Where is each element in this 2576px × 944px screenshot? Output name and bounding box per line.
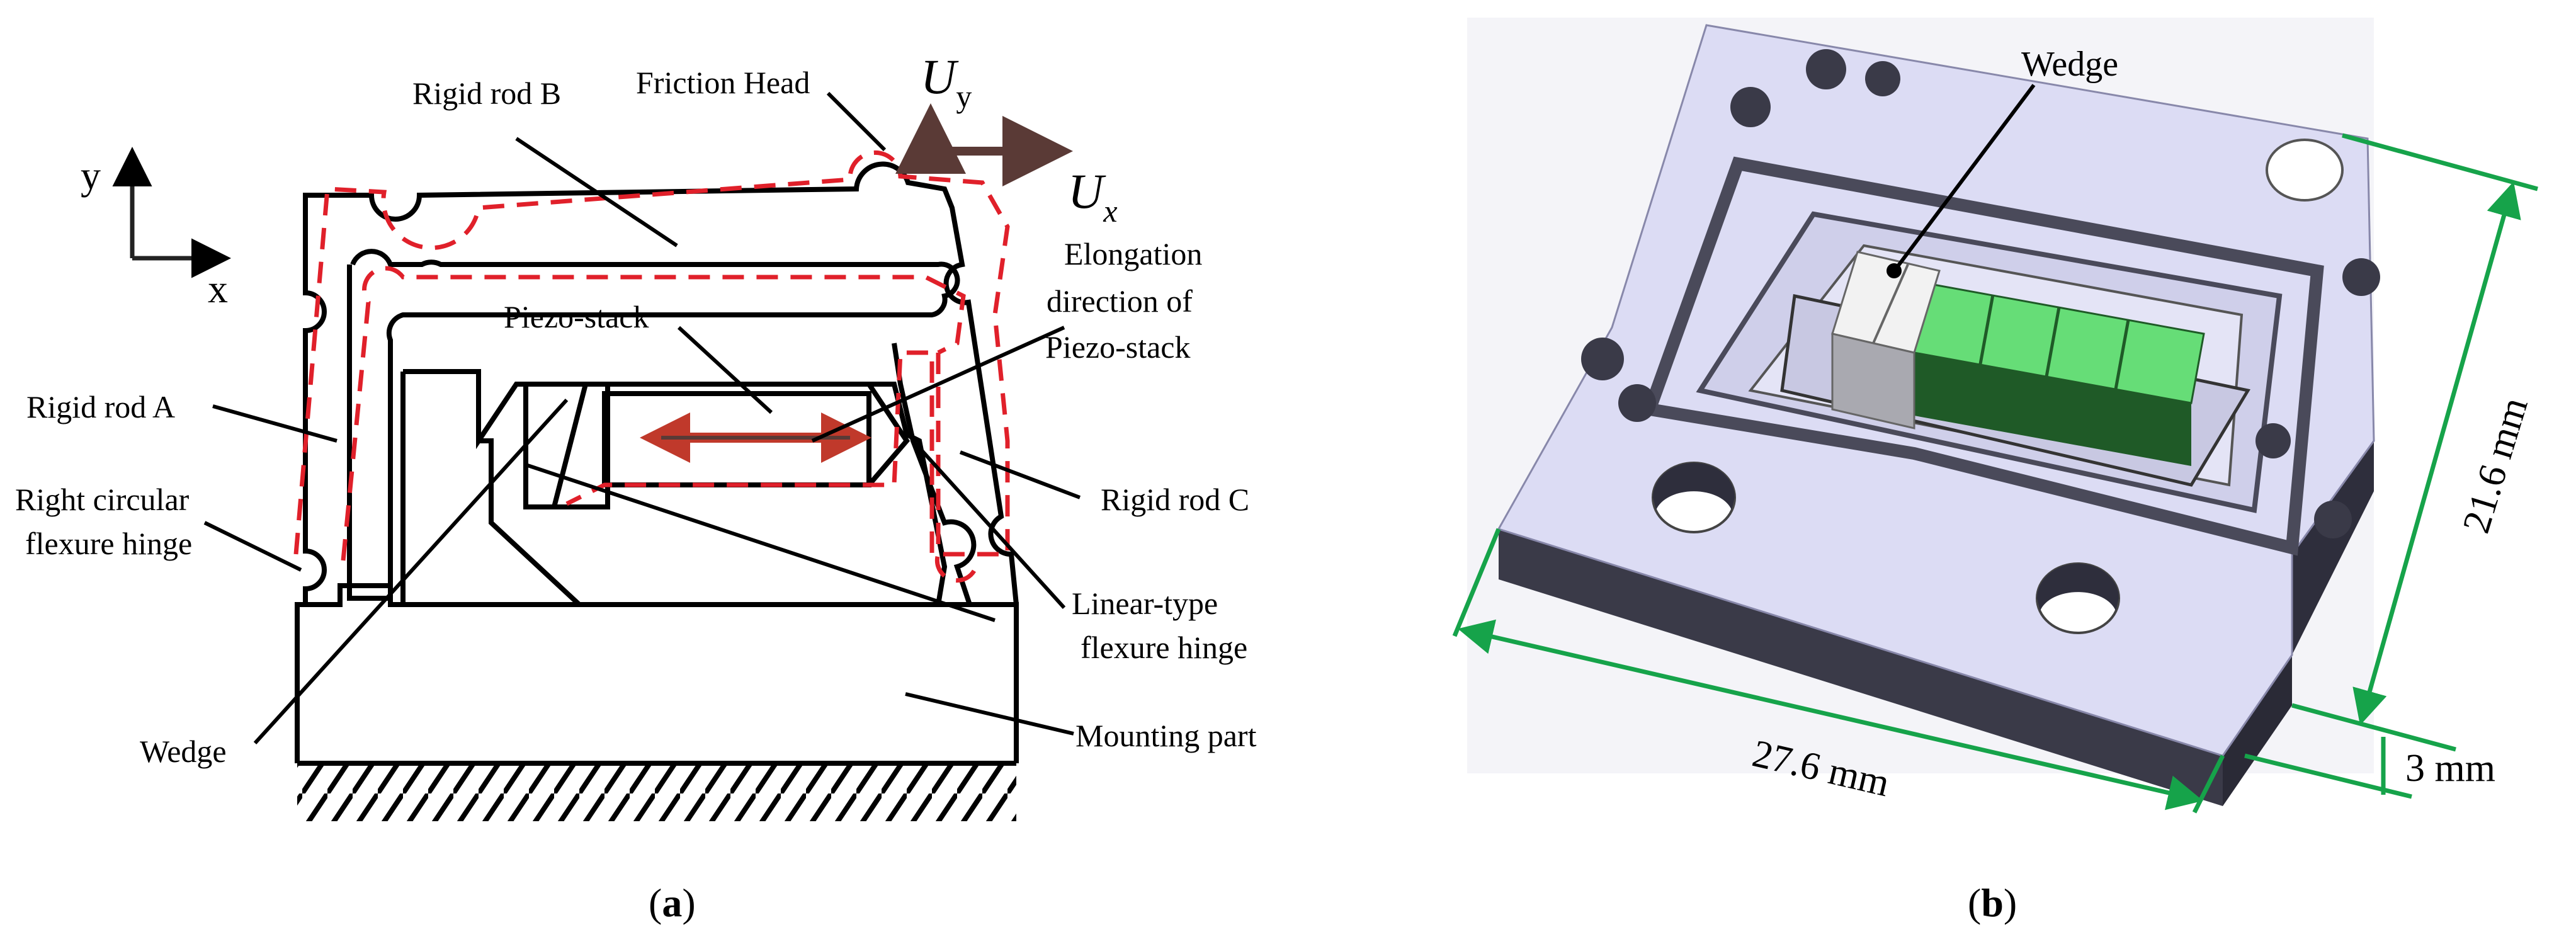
wedge-split-line xyxy=(1872,264,1909,344)
leader-rigid-rod-a xyxy=(212,404,338,443)
wedge-front xyxy=(1831,333,1915,429)
label-elongation-2: direction of xyxy=(1047,283,1193,319)
label-right-circular-2: flexure hinge xyxy=(25,526,192,561)
label-elongation-3: Piezo-stack xyxy=(1045,329,1190,365)
rod-b-inner-slot xyxy=(350,249,960,598)
piezo-seam-3 xyxy=(2114,319,2130,390)
wedge-diagonal xyxy=(552,384,588,508)
ux-label: Ux xyxy=(1068,164,1118,229)
ground-hatching xyxy=(297,763,1016,821)
leader-wedge xyxy=(253,398,569,745)
hole-top-right xyxy=(2266,139,2344,202)
notch-top-1 xyxy=(1730,87,1771,127)
leader-rigid-rod-b xyxy=(515,137,678,247)
leader-rigid-rod-c xyxy=(959,450,1081,499)
piezo-seam-1 xyxy=(1978,294,1995,365)
uy-label: Uy xyxy=(921,49,972,114)
label-elongation-1: Elongation xyxy=(1064,236,1202,271)
label-wedge-b: Wedge xyxy=(2021,45,2118,84)
leader-friction-head xyxy=(826,91,887,152)
label-rigid-rod-c: Rigid rod C xyxy=(1101,482,1249,517)
dim-depth-ext-bottom xyxy=(2291,703,2456,752)
dim-depth-line xyxy=(2352,181,2521,725)
label-friction-head: Friction Head xyxy=(636,65,810,100)
inner-pocket-outer-wall xyxy=(1641,156,2324,556)
notch-left-1 xyxy=(1581,338,1624,380)
notch-top-3 xyxy=(1865,61,1900,96)
label-right-circular-1: Right circular xyxy=(15,482,190,517)
notch-right-1 xyxy=(2342,258,2380,296)
leader-elongation xyxy=(811,326,1065,443)
caption-b: (b) xyxy=(1968,880,2017,925)
leader-piezo-stack xyxy=(677,326,773,414)
label-rigid-rod-a: Rigid rod A xyxy=(26,389,175,424)
notch-right-2 xyxy=(2314,501,2352,538)
notch-left-2 xyxy=(1618,384,1656,422)
leader-right-circular xyxy=(203,521,302,572)
piezo-front xyxy=(1914,353,2191,466)
mechanism-outer-outline xyxy=(303,161,1019,605)
dim-thickness-label: 3 mm xyxy=(2405,747,2495,790)
caption-a: (a) xyxy=(649,880,696,925)
piezo-seam-2 xyxy=(2045,307,2061,377)
leader-mounting-part xyxy=(905,692,1074,736)
central-block-outline xyxy=(403,369,948,607)
dim-depth-label: 21.6 mm xyxy=(2454,392,2536,538)
wedge-3d xyxy=(1831,251,1941,429)
label-piezo-stack: Piezo-stack xyxy=(504,299,649,334)
deformed-inner-outline xyxy=(341,266,966,561)
leader-linear-type-2 xyxy=(525,463,996,622)
label-rigid-rod-b: Rigid rod B xyxy=(412,76,561,111)
label-linear-type-2: flexure hinge xyxy=(1081,630,1247,665)
axis-x-label: x xyxy=(208,266,228,311)
mounting-part-outline xyxy=(295,583,1019,763)
deformed-shape-outline xyxy=(293,151,1010,557)
coordinate-axes: y x xyxy=(81,147,231,311)
leader-lines xyxy=(203,91,1081,745)
leader-wedge-b-dot xyxy=(1887,263,1902,278)
notch-top-2 xyxy=(1806,49,1846,89)
label-linear-type-1: Linear-type xyxy=(1072,586,1218,621)
dim-width-line xyxy=(1458,619,2203,810)
leader-linear-type-1 xyxy=(911,439,1066,610)
linear-flexure-hinge-shape xyxy=(866,382,911,487)
dimension-lines xyxy=(1452,133,2538,814)
plate-front-right-side xyxy=(2223,655,2292,806)
leader-wedge-b xyxy=(1893,84,2036,271)
dim-width-ext-left xyxy=(1452,528,1501,637)
label-wedge-a: Wedge xyxy=(140,734,227,769)
hole-bottom-right-wall xyxy=(2037,564,2119,611)
deformed-rod-c-outline xyxy=(934,353,979,583)
hole-bottom-left-wall xyxy=(1653,463,1735,510)
axis-y-label: y xyxy=(81,153,101,198)
dim-depth-ext-top xyxy=(2342,133,2538,191)
label-mounting-part: Mounting part xyxy=(1075,718,1257,753)
through-holes xyxy=(1652,139,2344,634)
panel-a: y x Uy xyxy=(15,49,1257,925)
rod-a-inner-edge xyxy=(347,264,390,601)
rod-c-outline xyxy=(892,343,977,606)
panel-b: Wedge 27.6 mm 21.6 mm 3 mm (b) xyxy=(1452,18,2538,925)
notch-right-3 xyxy=(2255,423,2291,458)
